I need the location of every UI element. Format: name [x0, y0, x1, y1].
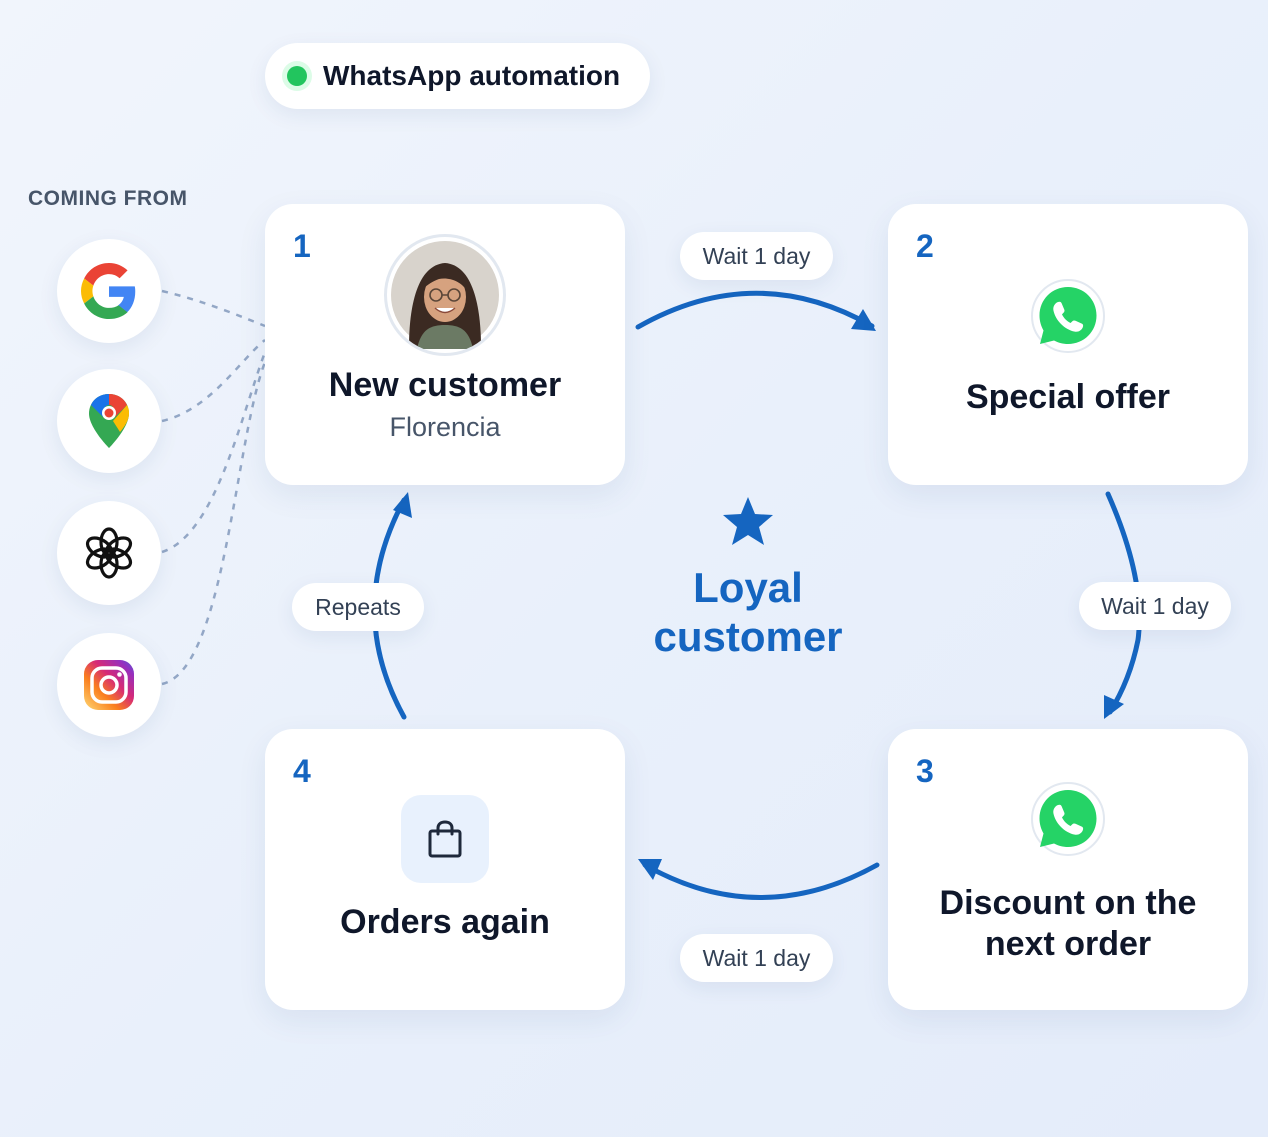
- status-dot: [287, 66, 307, 86]
- step-number: 1: [293, 228, 311, 264]
- source-dashed-lines: [161, 289, 267, 686]
- loyal-customer-line-2: customer: [653, 613, 843, 660]
- google-maps-icon: [89, 394, 129, 448]
- dash-instagram: [161, 361, 267, 686]
- shopping-bag-tile: [401, 795, 489, 883]
- wait-label-1-to-2: Wait 1 day: [680, 232, 833, 280]
- arrowhead-3-to-4: [638, 859, 662, 880]
- whatsapp-icon: [1030, 781, 1106, 857]
- source-instagram: [57, 633, 161, 737]
- loyal-customer-line-1: Loyal: [693, 564, 803, 611]
- wait-label-3-to-4: Wait 1 day: [680, 934, 833, 982]
- openai-icon: [85, 527, 133, 579]
- dash-maps: [161, 339, 266, 423]
- step-title: New customer: [328, 366, 562, 404]
- source-google-maps: [57, 369, 161, 473]
- step-number: 3: [916, 753, 934, 789]
- step-title-line-2: next order: [984, 925, 1152, 963]
- step-number: 2: [916, 228, 934, 264]
- wait-label-2-to-3: Wait 1 day: [1079, 582, 1231, 630]
- step-card-new-customer: 1 New customer Florencia: [265, 204, 625, 485]
- sources-heading: COMING FROM: [28, 187, 188, 210]
- shopping-bag-icon: [428, 820, 462, 858]
- customer-name: Florencia: [389, 412, 501, 442]
- step-title: Orders again: [340, 903, 550, 941]
- step-title: Special offer: [965, 378, 1171, 416]
- google-icon: [81, 263, 136, 319]
- avatar: [387, 237, 503, 353]
- source-google: [57, 239, 161, 343]
- step-number: 4: [293, 753, 311, 789]
- instagram-icon: [84, 660, 134, 710]
- automation-badge-label: WhatsApp automation: [323, 60, 621, 91]
- step-card-orders-again: 4 Orders again: [265, 729, 625, 1010]
- step-card-special-offer: 2 Special offer: [888, 204, 1248, 485]
- whatsapp-icon: [1030, 278, 1106, 354]
- loyal-customer-title: Loyal customer: [618, 563, 878, 661]
- arrowhead-4-to-1: [393, 492, 412, 518]
- star-icon: [723, 497, 773, 545]
- arrowhead-1-to-2: [851, 309, 876, 331]
- arrow-3-to-4: [642, 862, 880, 900]
- step-card-discount: 3 Discount on the next order: [888, 729, 1248, 1010]
- automation-badge: WhatsApp automation: [265, 43, 650, 109]
- step-title-line-1: Discount on the: [939, 884, 1197, 922]
- arrowhead-2-to-3: [1104, 695, 1124, 719]
- dash-google: [161, 289, 266, 328]
- arrow-1-to-2: [635, 290, 875, 330]
- dash-openai: [161, 351, 267, 554]
- source-openai: [57, 501, 161, 605]
- customer-portrait-icon: [391, 241, 499, 349]
- repeat-label-4-to-1: Repeats: [292, 583, 424, 631]
